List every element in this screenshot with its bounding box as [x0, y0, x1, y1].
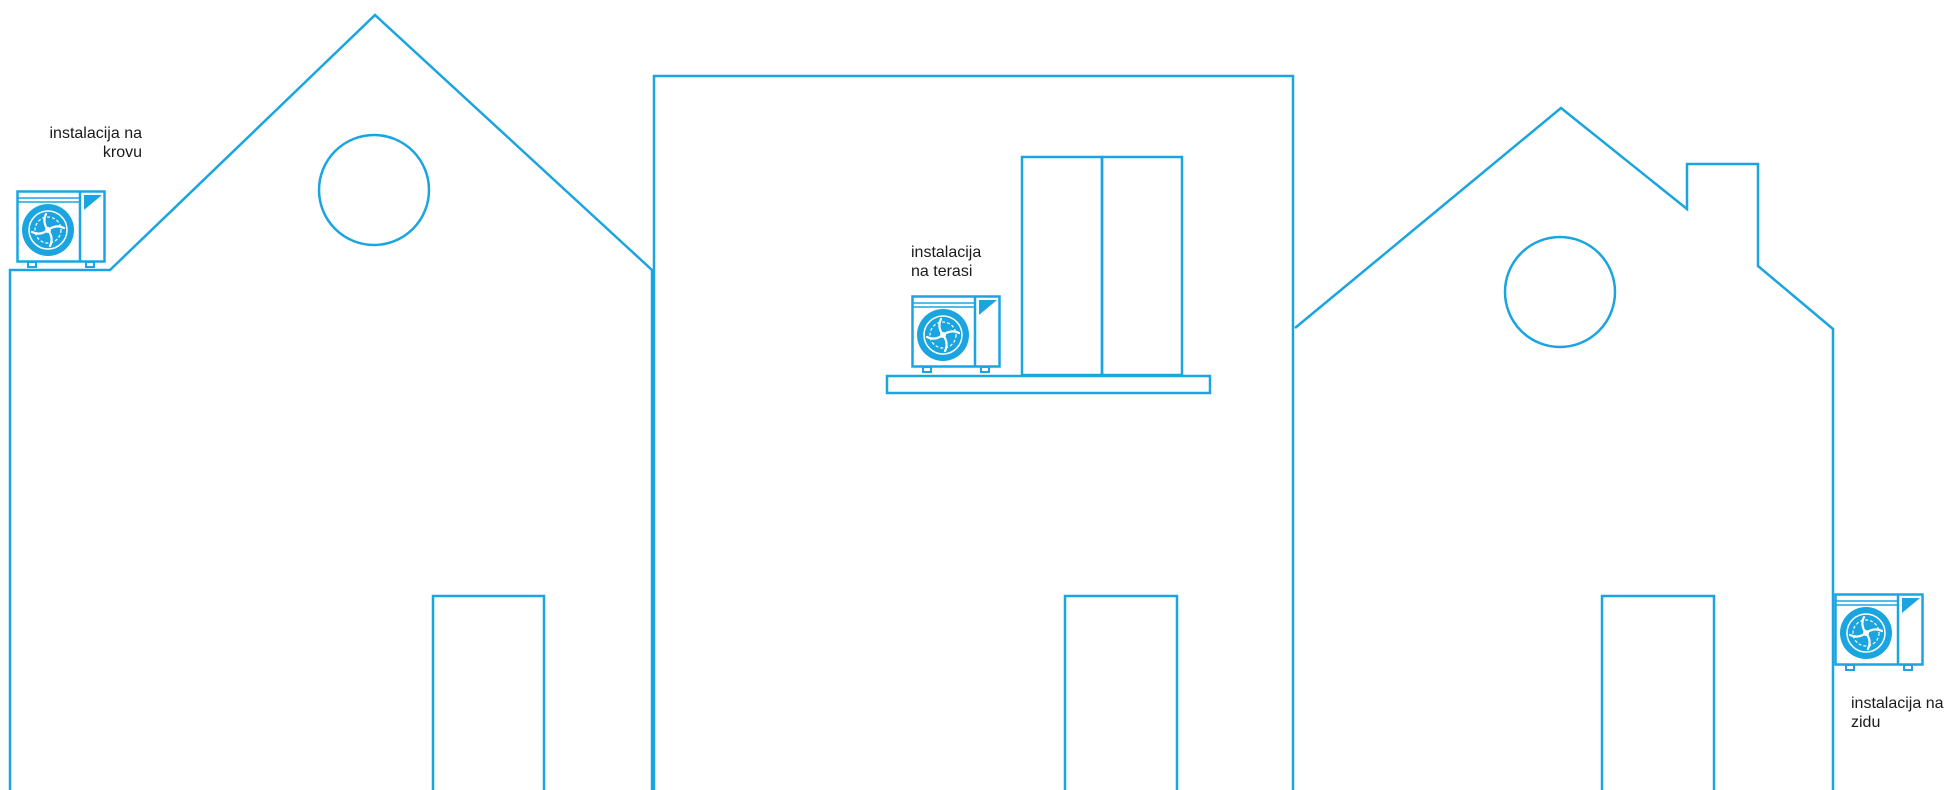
- label-wall-installation: instalacija na zidu: [1851, 694, 1944, 732]
- heat-pump-outdoor-unit-icon: [16, 190, 106, 269]
- house-right: [1294, 106, 1835, 790]
- house-right-outline: [1294, 106, 1835, 790]
- house-left-round-window: [317, 133, 431, 247]
- balcony-door-left-panel: [1020, 155, 1104, 377]
- house-left: [8, 13, 654, 790]
- label-wall-line1: instalacija na: [1851, 695, 1944, 712]
- house-left-door: [431, 594, 546, 790]
- label-terrace-line1: instalacija: [911, 244, 982, 261]
- label-terrace-installation: instalacija na terasi: [911, 243, 981, 281]
- heat-pump-outdoor-unit-icon: [911, 295, 1001, 374]
- house-middle: [652, 74, 1295, 790]
- house-middle-door: [1063, 594, 1179, 790]
- label-terrace-line2: na terasi: [911, 263, 973, 280]
- house-middle-outline: [652, 74, 1295, 790]
- house-left-outline: [8, 13, 654, 790]
- label-roof-installation: instalacija na krovu: [50, 124, 143, 162]
- label-wall-line2: zidu: [1851, 714, 1881, 731]
- label-roof-line2: krovu: [102, 144, 142, 161]
- balcony-door-right-panel: [1100, 155, 1184, 377]
- house-right-door: [1600, 594, 1716, 790]
- label-roof-line1: instalacija na: [49, 125, 143, 142]
- heat-pump-outdoor-unit-icon: [1834, 593, 1924, 672]
- terrace-ledge: [885, 374, 1212, 395]
- house-right-round-window: [1503, 235, 1617, 349]
